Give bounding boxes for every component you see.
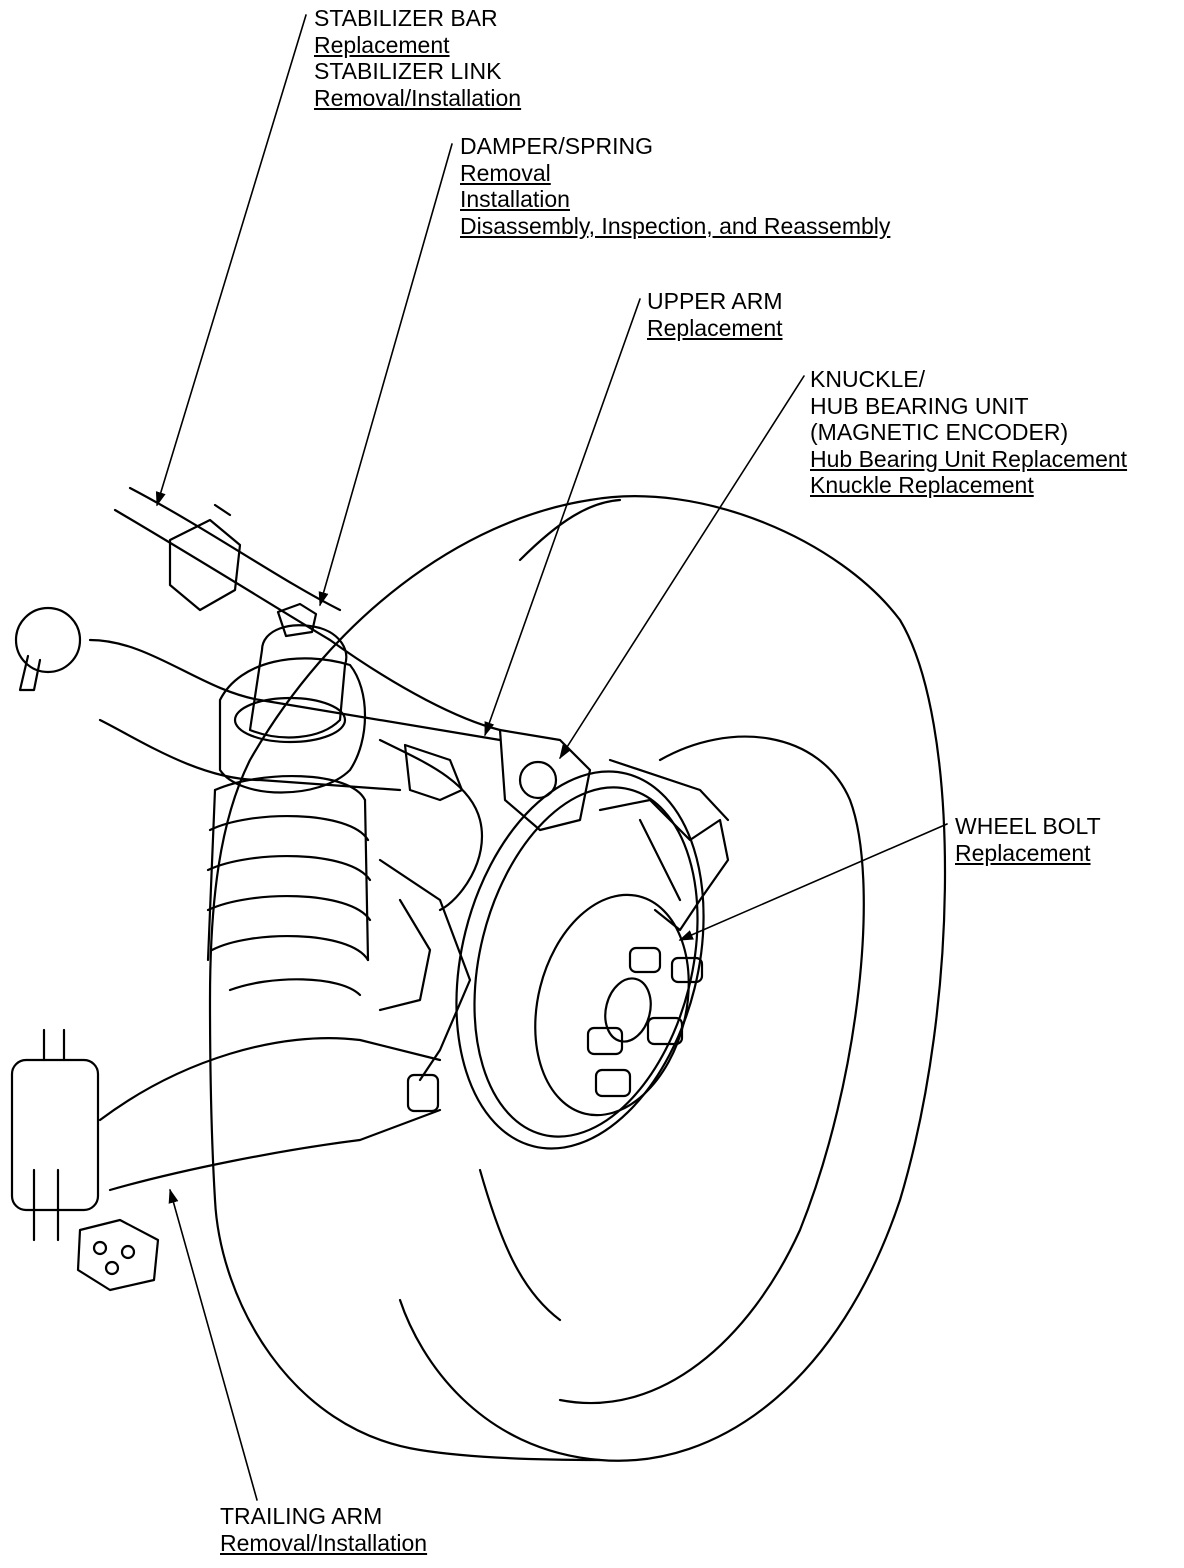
damper-disassembly-link[interactable]: Disassembly, Inspection, and Reassembly [460, 212, 891, 239]
damper-removal-link[interactable]: Removal [460, 159, 551, 186]
upper-arm-callout: UPPER ARM Replacement [647, 288, 783, 341]
trailing-arm-removal-installation-link[interactable]: Removal/Installation [220, 1529, 428, 1556]
upper-arm-title: UPPER ARM [647, 288, 783, 314]
hub-bearing-unit-title: HUB BEARING UNIT [810, 392, 1029, 419]
stabilizer-callout: STABILIZER BAR Replacement STABILIZER LI… [314, 5, 521, 111]
rotor-drawing [455, 770, 705, 1150]
trailing-arm-leader [168, 1188, 258, 1501]
upper-arm-drawing [14, 606, 502, 792]
damper-installation-link[interactable]: Installation [460, 186, 570, 212]
wheel-bolt-callout: WHEEL BOLT Replacement [955, 813, 1101, 866]
knuckle-leader [559, 375, 805, 760]
trailing-arm-callout: TRAILING ARM Removal/Installation [220, 1503, 427, 1556]
leader-lines [155, 14, 948, 1501]
magnetic-encoder-title: (MAGNETIC ENCODER) [810, 419, 1069, 445]
tire-drawing [208, 495, 947, 1462]
damper-leader [318, 143, 453, 607]
wheel-bolt-leader [678, 823, 948, 941]
upper-arm-replacement-link[interactable]: Replacement [647, 314, 783, 341]
knuckle-title: KNUCKLE/ [810, 366, 926, 392]
damper-spring-drawing [206, 602, 372, 997]
stabilizer-link-title: STABILIZER LINK [314, 58, 502, 84]
wheel-bolt-replacement-link[interactable]: Replacement [955, 839, 1091, 866]
damper-spring-callout: DAMPER/SPRING Removal Installation Disas… [460, 133, 890, 239]
upper-arm-leader [484, 298, 641, 737]
sensor-harness-drawing [378, 738, 483, 912]
stabilizer-bar-replacement-link[interactable]: Replacement [314, 31, 450, 58]
damper-spring-title: DAMPER/SPRING [460, 133, 653, 159]
wheel-bolt-title: WHEEL BOLT [955, 813, 1101, 839]
stabilizer-link-removal-installation-link[interactable]: Removal/Installation [314, 84, 522, 111]
knuckle-callout: KNUCKLE/ HUB BEARING UNIT (MAGNETIC ENCO… [810, 366, 1127, 499]
hub-bearing-unit-replacement-link[interactable]: Hub Bearing Unit Replacement [810, 445, 1128, 472]
stabilizer-leader [155, 14, 307, 507]
knuckle-drawing [378, 728, 592, 1113]
knuckle-replacement-link[interactable]: Knuckle Replacement [810, 472, 1034, 498]
trailing-arm-title: TRAILING ARM [220, 1503, 383, 1529]
trailing-arm-drawing [10, 1028, 442, 1292]
stabilizer-bar-title: STABILIZER BAR [314, 5, 498, 31]
caliper-drawing [598, 758, 730, 932]
